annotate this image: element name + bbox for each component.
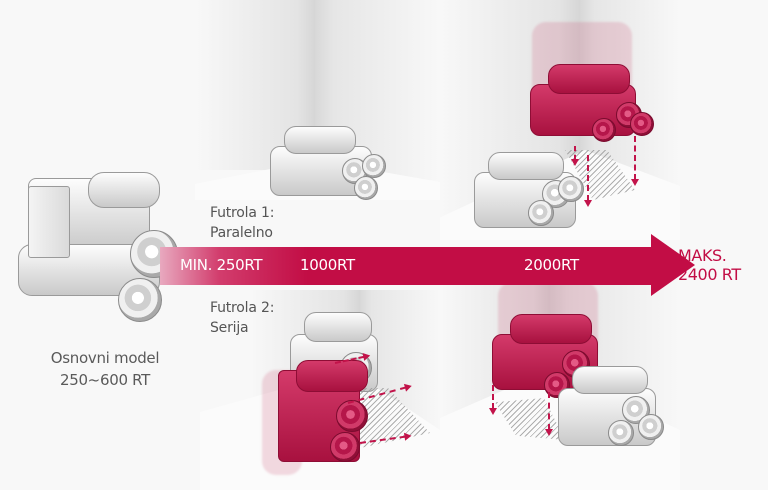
room-series-single xyxy=(200,290,440,490)
min-capacity-label: MIN. 250RT xyxy=(180,256,263,274)
capacity-1000-label: 1000RT xyxy=(300,256,355,274)
room-parallel-single xyxy=(195,0,440,200)
case-2-mode: Serija xyxy=(210,320,249,336)
drop-arrow xyxy=(584,155,592,207)
case-2-title: Futrola 2: xyxy=(210,300,275,316)
drop-arrow xyxy=(489,385,497,415)
case-1-title: Futrola 1: xyxy=(210,205,275,221)
capacity-2000-label: 2000RT xyxy=(524,256,579,274)
drop-arrow xyxy=(545,392,553,436)
base-model-title: Osnovni model xyxy=(50,349,160,367)
case-2-label: Futrola 2: Serija xyxy=(210,298,274,338)
case-1-label: Futrola 1: Paralelno xyxy=(210,203,274,243)
capacity-arrow-shaft xyxy=(160,247,652,285)
max-capacity-line2: 2400 RT xyxy=(678,265,741,284)
capacity-arrow-head-icon xyxy=(651,234,695,296)
room-parallel-result xyxy=(440,0,680,240)
room-series-result xyxy=(440,270,680,490)
max-capacity-line1: MAKS. xyxy=(678,246,727,265)
drop-arrow xyxy=(571,146,579,166)
case-1-mode: Paralelno xyxy=(210,225,273,241)
base-model-range: 250~600 RT xyxy=(59,371,151,389)
base-model-label: Osnovni model 250~600 RT xyxy=(40,347,170,391)
max-capacity-label: MAKS. 2400 RT xyxy=(678,246,741,284)
drop-arrow xyxy=(631,136,639,186)
